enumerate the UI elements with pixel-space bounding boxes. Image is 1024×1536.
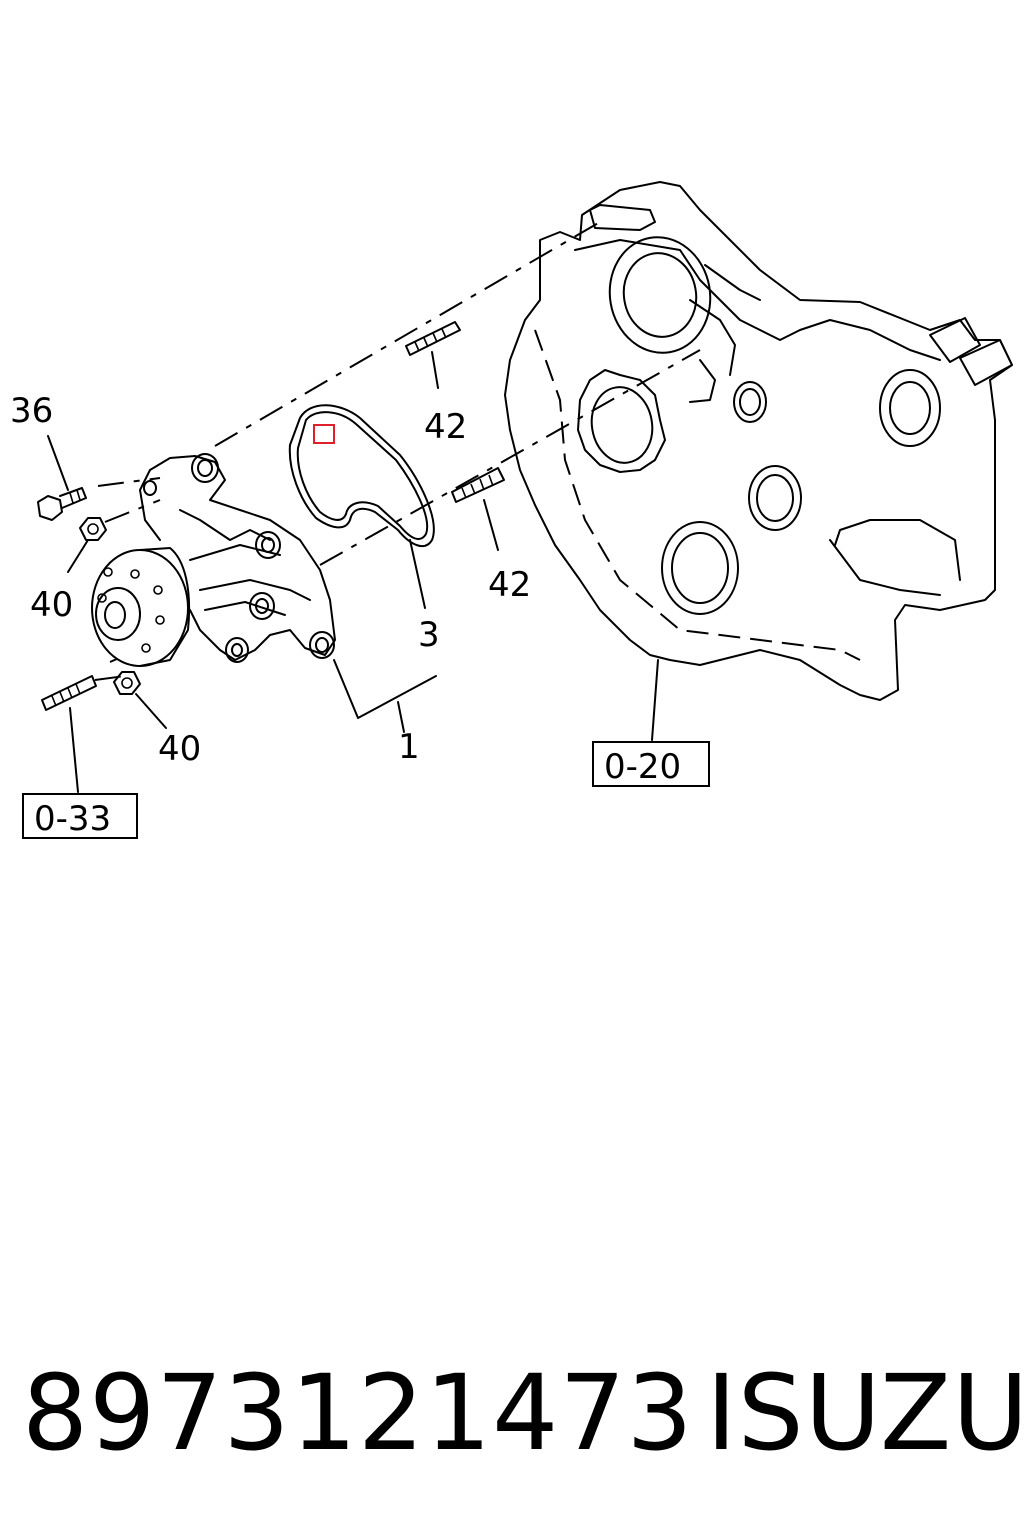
front-cover-housing (504, 181, 1013, 701)
callout-3: 3 (418, 615, 440, 655)
reference-box-0-33[interactable]: 0-33 (22, 793, 138, 839)
stud-lower-left (41, 675, 97, 711)
callout-36: 36 (10, 391, 53, 431)
leader-lines (47, 351, 659, 793)
gasket-part-3 (288, 404, 435, 548)
stud-upper-42 (405, 321, 461, 356)
part-number: 8973121473 (22, 1352, 694, 1474)
nut-lower-40 (113, 671, 141, 695)
water-pump-assembly (91, 453, 336, 667)
reference-box-0-20[interactable]: 0-20 (592, 741, 710, 787)
callout-40-upper: 40 (30, 585, 73, 625)
bolt-36 (37, 487, 87, 521)
callout-42-upper: 42 (424, 407, 467, 447)
reference-label-0-33: 0-33 (34, 799, 111, 839)
red-square-marker (313, 424, 335, 444)
footer: 8973121473 ISUZU (0, 1340, 1024, 1480)
callout-1: 1 (398, 727, 420, 767)
callout-42-lower: 42 (488, 565, 531, 605)
reference-label-0-20: 0-20 (604, 747, 681, 787)
nut-upper-40 (79, 517, 107, 541)
brand-name: ISUZU (706, 1352, 1024, 1474)
callout-40-lower: 40 (158, 729, 201, 769)
stud-lower-42 (451, 467, 505, 503)
